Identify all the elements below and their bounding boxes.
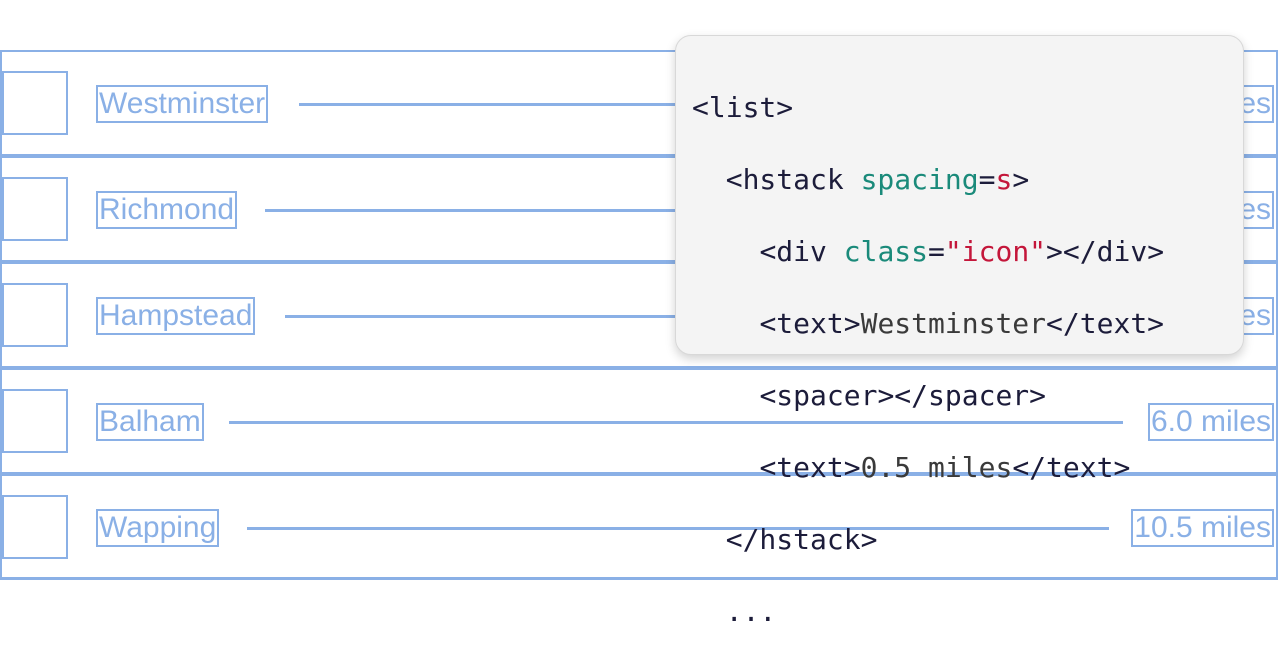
code-hstack-close-tag: </hstack>	[725, 523, 878, 556]
row-name-text: Wapping	[96, 509, 220, 547]
code-attr-spacing: spacing	[860, 163, 979, 196]
code-text-content: 0.5 miles	[860, 451, 1013, 484]
row-name-text: Richmond	[96, 191, 238, 229]
code-line-7: </hstack>	[692, 522, 1243, 558]
code-attr-class: class	[843, 235, 929, 268]
code-spacer-tag: <spacer></spacer>	[759, 379, 1047, 412]
code-line-5: <spacer></spacer>	[692, 378, 1243, 414]
code-snippet-panel: <list> <hstack spacing=s> <div class="ic…	[675, 35, 1244, 628]
code-value-spacing: s	[995, 163, 1013, 196]
spacer-line	[229, 421, 1123, 424]
code-div-open-tag: <div	[759, 235, 844, 268]
row-name-text: Hampstead	[96, 297, 256, 335]
list-row-balham[interactable]: Balham 6.0 miles	[0, 368, 1278, 474]
row-icon-placeholder	[2, 283, 68, 347]
row-icon-placeholder	[2, 495, 68, 559]
row-distance-text: 10.5 miles	[1131, 509, 1274, 547]
code-equals: =	[978, 163, 996, 196]
code-line-6: <text>0.5 miles</text>	[692, 450, 1243, 486]
code-text-open-tag: <text>	[759, 451, 861, 484]
code-hstack-open-tag: <hstack	[725, 163, 861, 196]
code-line-4: <text>Westminster</text>	[692, 306, 1243, 342]
code-equals: =	[928, 235, 945, 268]
code-ellipsis: ...	[725, 595, 777, 628]
code-line-3: <div class="icon"></div>	[692, 234, 1243, 270]
row-icon-placeholder	[2, 177, 68, 241]
code-text-close-tag: </text>	[1012, 451, 1131, 484]
code-list-open-tag: <list>	[692, 91, 794, 124]
row-name-text: Balham	[96, 403, 204, 441]
spacer-line	[247, 527, 1109, 530]
code-line-2: <hstack spacing=s>	[692, 162, 1243, 198]
code-text-close-tag: </text>	[1046, 307, 1165, 340]
code-line-1: <list>	[692, 90, 1243, 126]
row-icon-placeholder	[2, 389, 68, 453]
code-text-open-tag: <text>	[759, 307, 861, 340]
row-distance-text: 6.0 miles	[1147, 403, 1274, 441]
row-name-text: Westminster	[96, 85, 269, 123]
code-div-close-tag: ></div>	[1046, 235, 1165, 268]
code-value-class: "icon"	[944, 235, 1047, 268]
code-text-content: Westminster	[860, 307, 1047, 340]
code-line-8: ...	[692, 594, 1243, 630]
code-tag-close: >	[1012, 163, 1030, 196]
row-icon-placeholder	[2, 71, 68, 135]
list-row-wapping[interactable]: Wapping 10.5 miles	[0, 474, 1278, 580]
